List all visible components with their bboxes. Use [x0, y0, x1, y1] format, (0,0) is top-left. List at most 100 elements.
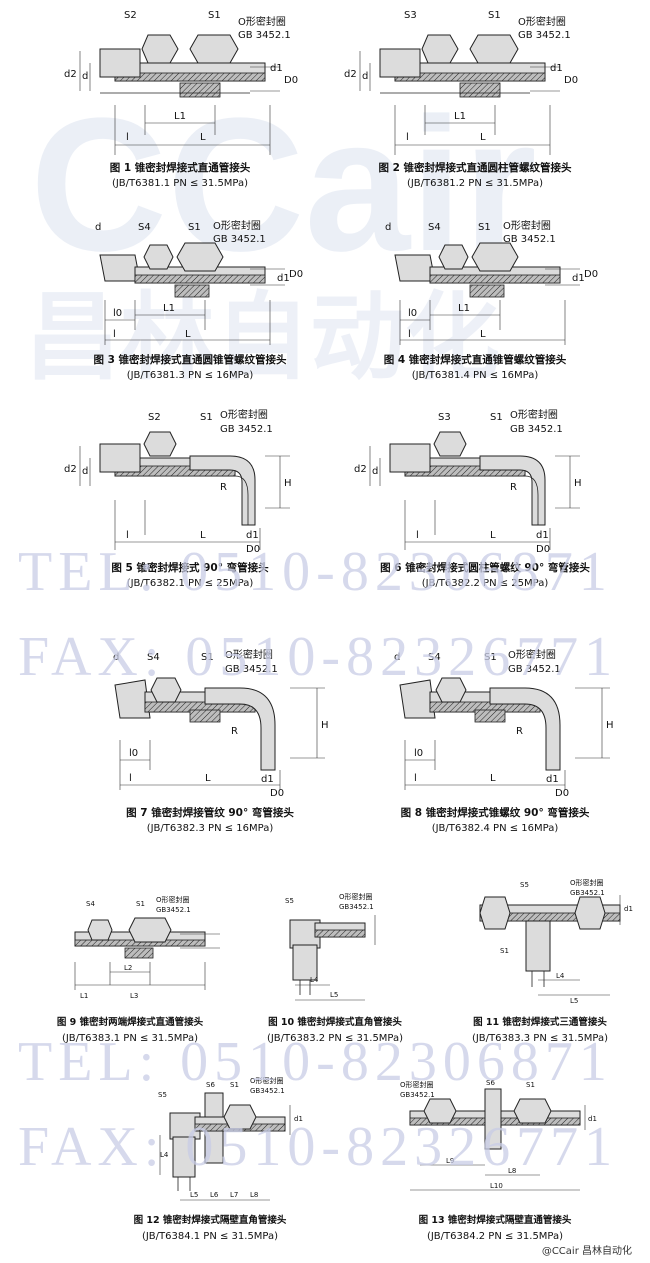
label-d: d — [385, 222, 391, 233]
label-l0: l0 — [129, 748, 138, 759]
label-l1: L1 — [163, 303, 175, 314]
label-o-ring: O形密封圈 — [213, 219, 261, 232]
figure-4-title: 图 4 锥密封焊接式直通锥管螺纹管接头 — [383, 354, 567, 366]
figure-11-title: 图 11 锥密封焊接式三通管接头 — [473, 1017, 607, 1028]
label-o-ring: O形密封圈 — [339, 892, 373, 901]
figure-2: S3 S1 O形密封圈 GB 3452.1 d2 d d1 D0 l L1 L … — [340, 5, 610, 195]
figure-1-caption: 图 1 锥密封焊接式直通管接头 (JB/T6381.1 PN ≤ 31.5MPa… — [60, 160, 300, 192]
figure-1-standard: (JB/T6381.1 PN ≤ 31.5MPa) — [111, 178, 249, 189]
label-d0: D0 — [246, 544, 260, 555]
label-o-ring: O形密封圈 — [225, 648, 273, 661]
figure-4-standard: (JB/T6381.4 PN ≤ 16MPa) — [411, 370, 539, 381]
figure-4: d S4 S1 O形密封圈 GB 3452.1 d1 D0 l0 L1 l L … — [350, 215, 620, 390]
label-l: l — [416, 530, 419, 541]
label-o-ring: O形密封圈 — [400, 1080, 434, 1089]
label-s4: S4 — [147, 652, 160, 663]
label-d0: D0 — [584, 269, 598, 280]
figure-8-standard: (JB/T6382.4 PN ≤ 16MPa) — [431, 823, 559, 834]
fax-watermark-1: FAX: 0510-82326771 — [18, 626, 619, 688]
figure-12: S5 S6 S1 O形密封圈 GB3452.1 d1 L4 L5 L6 L7 L… — [130, 1075, 310, 1245]
label-s3: S3 — [404, 10, 417, 21]
figure-5-caption: 图 5 锥密封焊接式 90° 弯管接头 (JB/T6382.1 PN ≤ 25M… — [60, 560, 320, 592]
label-o-ring: O形密封圈 — [503, 219, 551, 232]
label-d1: d1 — [277, 273, 290, 284]
label-l4: L4 — [160, 1151, 169, 1159]
figure-12-drawing: S5 S6 S1 O形密封圈 GB3452.1 d1 L4 L5 L6 L7 L… — [158, 1076, 303, 1201]
label-l1: L1 — [458, 303, 470, 314]
label-gb: GB 3452.1 — [510, 424, 563, 435]
label-d2: d2 — [344, 69, 357, 80]
label-r: R — [220, 482, 227, 493]
label-d1: d1 — [246, 530, 259, 541]
figure-8-caption: 图 8 锥密封焊接式锥螺纹 90° 弯管接头 (JB/T6382.4 PN ≤ … — [370, 805, 620, 837]
label-gb: GB 3452.1 — [238, 30, 291, 41]
label-r: R — [231, 726, 238, 737]
label-s1: S1 — [526, 1081, 535, 1089]
figure-10-drawing: S5 O形密封圈 GB3452.1 L4 L5 — [285, 892, 376, 1001]
label-L: L — [185, 329, 191, 340]
label-s1: S1 — [188, 222, 201, 233]
label-r: R — [510, 482, 517, 493]
brand-signature: @CCair 昌林自动化 — [541, 1246, 632, 1257]
label-h: H — [284, 478, 292, 489]
figure-13-standard: (JB/T6384.2 PN ≤ 31.5MPa) — [426, 1231, 564, 1242]
figure-9-drawing: S4 S1 O形密封圈 GB3452.1 L2 L3 L1 — [74, 895, 220, 1000]
label-l8: L8 — [508, 1167, 516, 1175]
figure-5: S2 S1 O形密封圈 GB 3452.1 d2 d R H d1 D0 l L… — [60, 400, 320, 600]
label-l: l — [113, 329, 116, 340]
label-l10: L10 — [490, 1182, 503, 1190]
label-o-ring: O形密封圈 — [510, 408, 558, 421]
label-gb: GB3452.1 — [156, 906, 191, 914]
fax-watermark-2: FAX: 0510-82326771 — [18, 1116, 619, 1178]
label-d2: d2 — [64, 69, 77, 80]
figure-4-caption: 图 4 锥密封焊接式直通锥管螺纹管接头 (JB/T6381.4 PN ≤ 16M… — [330, 352, 620, 384]
label-gb: GB 3452.1 — [220, 424, 273, 435]
figure-2-caption: 图 2 锥密封焊接式直通圆柱管螺纹管接头 (JB/T6381.2 PN ≤ 31… — [340, 160, 610, 192]
label-s1: S1 — [136, 900, 145, 908]
label-gb: GB 3452.1 — [225, 664, 278, 675]
figure-13-title: 图 13 锥密封焊接式隔壁直通管接头 — [418, 1215, 572, 1226]
label-o-ring: O形密封圈 — [570, 878, 604, 887]
label-l9: L9 — [446, 1157, 454, 1165]
tel-watermark-2: TEL: 0510-82306871 — [18, 1031, 613, 1093]
label-o-ring: O形密封圈 — [156, 895, 190, 904]
label-s1: S1 — [478, 222, 491, 233]
label-gb: GB3452.1 — [400, 1091, 435, 1099]
label-s1: S1 — [230, 1081, 239, 1089]
figure-3: d S4 S1 O形密封圈 GB 3452.1 d1 D0 l0 L1 l L … — [55, 215, 325, 390]
label-h: H — [574, 478, 582, 489]
label-s3: S3 — [438, 412, 451, 423]
label-gb: GB3452.1 — [570, 889, 605, 897]
label-l1: L1 — [80, 992, 88, 1000]
label-L: L — [480, 132, 486, 143]
figure-10-title: 图 10 锥密封焊接式直角管接头 — [268, 1017, 402, 1028]
label-l1: L1 — [174, 111, 186, 122]
figure-8: d S4 S1 O形密封圈 GB 3452.1 R H d1 D0 l0 l L… — [380, 640, 620, 840]
label-s1: S1 — [490, 412, 503, 423]
label-s4: S4 — [428, 652, 441, 663]
figure-6: S3 S1 O形密封圈 GB 3452.1 d2 d R H d1 D0 l L… — [350, 400, 630, 600]
label-s5: S5 — [285, 897, 294, 905]
figure-5-drawing: S2 S1 O形密封圈 GB 3452.1 d2 d R H d1 D0 l L — [64, 408, 292, 555]
label-s5: S5 — [520, 881, 529, 889]
label-l: l — [126, 132, 129, 143]
label-l: l — [129, 773, 132, 784]
label-o-ring: O形密封圈 — [238, 15, 286, 28]
label-L: L — [490, 773, 496, 784]
label-d1: d1 — [546, 774, 559, 785]
figure-1: S2 S1 O形密封圈 GB 3452.1 d2 d d1 D0 l L1 L … — [60, 5, 300, 195]
figure-6-drawing: S3 S1 O形密封圈 GB 3452.1 d2 d R H d1 D0 l L — [354, 408, 582, 555]
label-d1: d1 — [624, 905, 633, 913]
figure-1-drawing: S2 S1 O形密封圈 GB 3452.1 d2 d d1 D0 l L1 L — [64, 10, 298, 155]
label-d0: D0 — [284, 75, 298, 86]
label-d1: d1 — [550, 63, 563, 74]
figure-11-caption: 图 11 锥密封焊接式三通管接头 (JB/T6383.3 PN ≤ 31.5MP… — [440, 1015, 640, 1047]
label-l8: L8 — [250, 1191, 258, 1199]
label-L: L — [200, 530, 206, 541]
label-d1: d1 — [270, 63, 283, 74]
figure-11-drawing: S5 O形密封圈 GB3452.1 d1 S1 L4 L5 — [479, 878, 633, 1005]
label-L: L — [490, 530, 496, 541]
label-d1: d1 — [572, 273, 585, 284]
figure-10: S5 O形密封圈 GB3452.1 L4 L5 图 10 锥密封焊接式直角管接头… — [255, 885, 435, 1055]
label-l5: L5 — [190, 1191, 198, 1199]
